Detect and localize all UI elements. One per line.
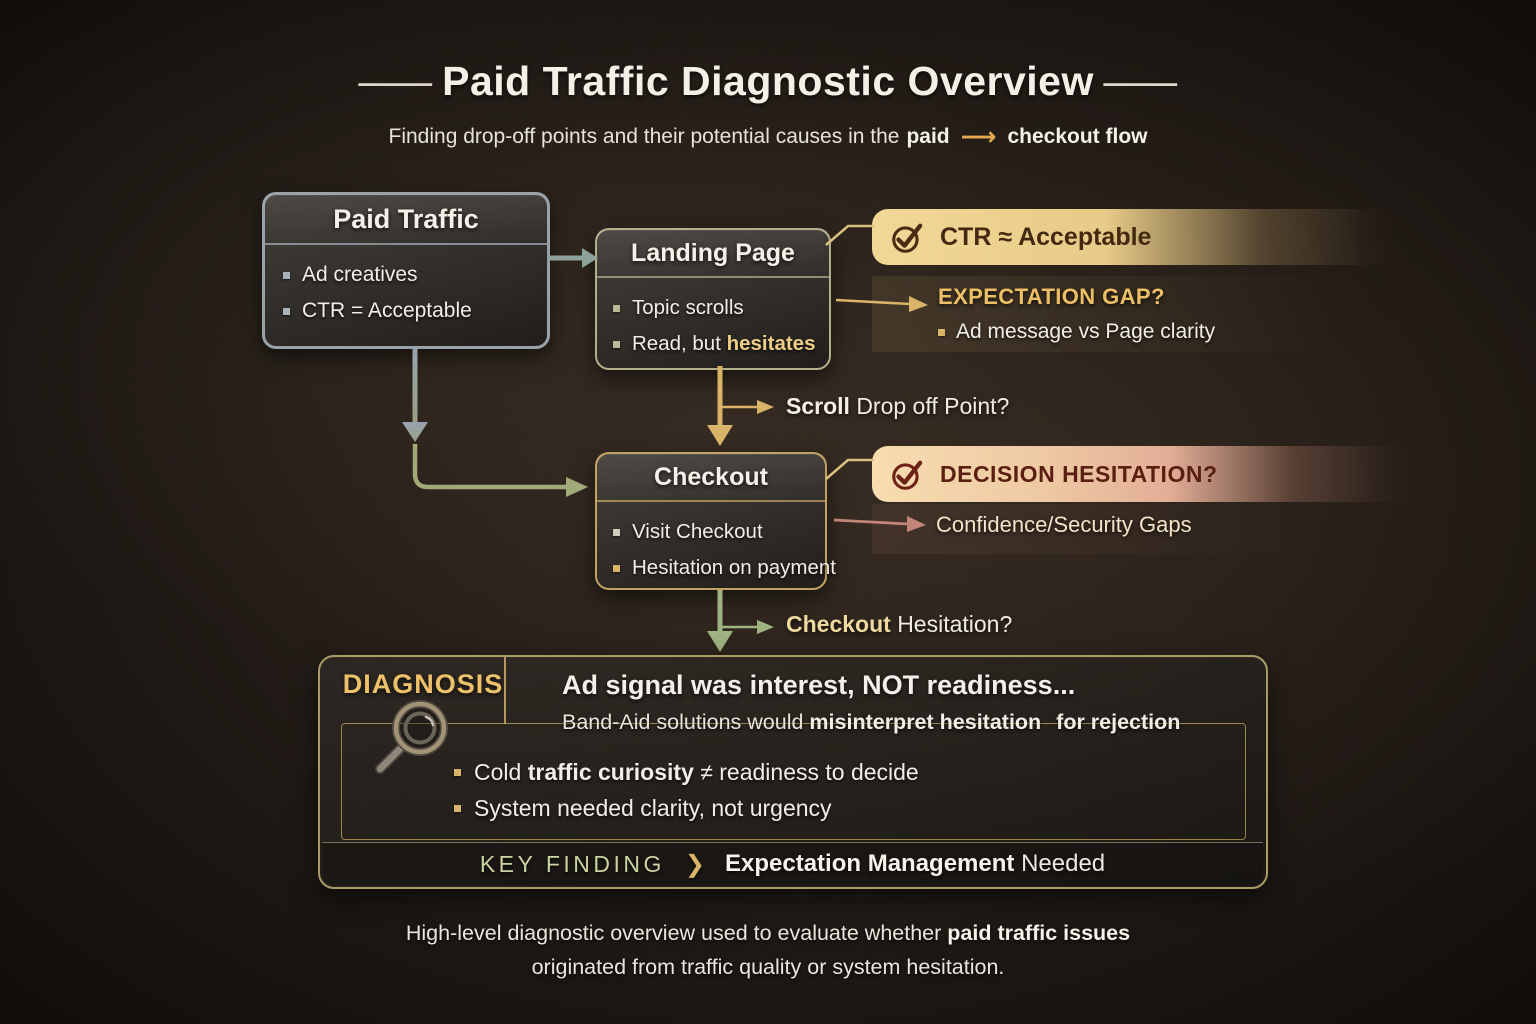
diagnosis-statement: Ad signal was interest, NOT readiness... bbox=[562, 670, 1075, 701]
checkout-bullet-1: Visit Checkout bbox=[632, 520, 763, 543]
diagnosis-statement-text: Ad signal was bbox=[562, 670, 743, 700]
diagnosis-substatement-text: Band-Aid solutions would bbox=[562, 710, 804, 734]
arrow-paid-to-landing bbox=[548, 248, 598, 268]
confidence-gaps-label: Confidence/Security Gaps bbox=[936, 512, 1192, 537]
list-item: Ad creatives bbox=[283, 263, 547, 287]
key-finding-result-text: Needed bbox=[1021, 850, 1106, 877]
footer-caption-line1: High-level diagnostic overview used to e… bbox=[0, 921, 1536, 946]
checkout-hesitation-emphasis: Checkout bbox=[786, 611, 891, 637]
connector-paid-to-checkout bbox=[412, 444, 588, 497]
checkout-title: Checkout bbox=[597, 454, 825, 502]
checkout-hesitation-label: Checkout Hesitation? bbox=[786, 611, 1012, 638]
square-bullet-icon bbox=[613, 340, 620, 348]
diagnosis-substatement: Band-Aid solutions would misinterpret he… bbox=[562, 710, 1180, 735]
scroll-dropoff-text: Drop off Point? bbox=[856, 393, 1010, 419]
diagnosis-box: DIAGNOSIS Ad signal was interest, NOT re… bbox=[318, 655, 1268, 889]
title-dash-left: — bbox=[358, 58, 433, 104]
ctr-acceptable-banner: CTR ≈ Acceptable bbox=[872, 209, 1392, 265]
arrow-to-expectation-gap bbox=[835, 296, 928, 312]
footer-emphasis: paid traffic issues bbox=[947, 921, 1131, 945]
subtitle-em-paid: paid bbox=[906, 125, 950, 148]
diagnosis-statement-tail: readiness... bbox=[926, 670, 1076, 700]
subtitle-em-checkout: checkout flow bbox=[1007, 125, 1148, 148]
list-item: Ad message vs Page clarity bbox=[938, 320, 1215, 344]
checkout-bullet-2: Hesitation on payment bbox=[632, 556, 836, 579]
key-finding-result: Expectation Management Needed bbox=[725, 850, 1105, 878]
key-finding-result-emphasis: Expectation Management bbox=[725, 850, 1015, 877]
diagnosis-statement-emphasis: interest, NOT bbox=[749, 670, 920, 700]
square-bullet-icon bbox=[283, 271, 290, 279]
list-item: System needed clarity, not urgency bbox=[454, 795, 832, 822]
diagnosis-bullet-1: Cold traffic curiosity ≠ readiness to de… bbox=[474, 759, 919, 786]
list-item: Hesitation on payment bbox=[613, 556, 836, 580]
connector-landing-to-ctr bbox=[825, 224, 874, 246]
arrow-to-confidence-gaps bbox=[833, 516, 926, 532]
expectation-gap-title: EXPECTATION GAP? bbox=[938, 284, 1165, 309]
square-bullet-icon bbox=[613, 528, 620, 536]
magnifier-icon bbox=[375, 700, 448, 774]
square-bullet-icon bbox=[938, 328, 945, 336]
list-item: Cold traffic curiosity ≠ readiness to de… bbox=[454, 759, 919, 786]
footer-text: High-level diagnostic overview used to e… bbox=[405, 921, 942, 945]
square-bullet-icon bbox=[283, 307, 290, 315]
list-item: CTR = Acceptable bbox=[283, 299, 547, 323]
landing-page-bullet-2: Read, but hesitates bbox=[632, 332, 816, 356]
check-circle-icon bbox=[892, 223, 923, 253]
arrow-landing-down bbox=[707, 366, 774, 446]
page-subtitle: Finding drop-off points and their potent… bbox=[0, 122, 1536, 152]
landing-bullet2-text: Read, but bbox=[632, 332, 721, 355]
diagnosis-inner-panel bbox=[341, 723, 1246, 840]
checkout-hesitation-text: Hesitation? bbox=[897, 611, 1013, 637]
decision-hesitation-banner: DECISION HESITATION? bbox=[872, 446, 1412, 502]
paid-traffic-title: Paid Traffic bbox=[265, 195, 547, 245]
diagnosis-tab-label: DIAGNOSIS bbox=[342, 669, 504, 699]
scroll-dropoff-label: Scroll Drop off Point? bbox=[786, 393, 1009, 420]
scroll-dropoff-emphasis: Scroll bbox=[786, 393, 850, 419]
check-circle-icon bbox=[892, 460, 923, 490]
title-dash-right: — bbox=[1103, 58, 1178, 104]
landing-page-title: Landing Page bbox=[597, 230, 829, 278]
diagnosis-bullet1-emphasis: traffic curiosity bbox=[527, 759, 694, 785]
landing-page-bullet-1: Topic scrolls bbox=[632, 296, 744, 319]
ctr-banner-label: CTR ≈ Acceptable bbox=[940, 222, 1152, 251]
page-title: Paid Traffic Diagnostic Overview bbox=[442, 58, 1094, 104]
chevron-right-icon: ❯ bbox=[684, 850, 705, 878]
paid-traffic-bullet-1: Ad creatives bbox=[302, 263, 418, 286]
diagnosis-tab-divider bbox=[504, 657, 506, 724]
list-item: Visit Checkout bbox=[613, 520, 825, 544]
key-finding-bar: KEY FINDING ❯ Expectation Management Nee… bbox=[322, 842, 1263, 885]
square-bullet-icon bbox=[613, 564, 620, 572]
connector-checkout-to-decision bbox=[825, 458, 874, 480]
diagnosis-bullet1-text: Cold bbox=[474, 759, 522, 785]
list-item: Read, but hesitates bbox=[613, 332, 829, 356]
list-item: Topic scrolls bbox=[613, 296, 829, 320]
decision-banner-label: DECISION HESITATION? bbox=[940, 460, 1218, 487]
subtitle-text: Finding drop-off points and their potent… bbox=[388, 125, 900, 148]
diagnosis-substatement-emphasis-1: misinterpret hesitation bbox=[809, 710, 1042, 734]
checkout-node: Checkout Visit Checkout Hesitation on pa… bbox=[595, 452, 836, 590]
diagnosis-substatement-emphasis-2: for rejection bbox=[1056, 710, 1181, 734]
landing-bullet2-emphasis: hesitates bbox=[726, 332, 816, 355]
expectation-gap-bullet: Ad message vs Page clarity bbox=[956, 320, 1216, 343]
diagnosis-bullet-2: System needed clarity, not urgency bbox=[474, 795, 832, 821]
footer-caption-line2: originated from traffic quality or syste… bbox=[531, 955, 1005, 979]
square-bullet-icon bbox=[454, 769, 461, 776]
paid-traffic-node: Paid Traffic Ad creatives CTR = Acceptab… bbox=[262, 192, 550, 349]
diagnosis-bullet1-tail: ≠ readiness to decide bbox=[700, 759, 919, 785]
key-finding-label: KEY FINDING bbox=[479, 850, 665, 877]
landing-page-node: Landing Page Topic scrolls Read, but hes… bbox=[595, 228, 831, 370]
square-bullet-icon bbox=[613, 304, 620, 312]
paid-traffic-bullet-2: CTR = Acceptable bbox=[302, 299, 472, 322]
arrow-checkout-down bbox=[707, 590, 774, 652]
square-bullet-icon bbox=[454, 805, 461, 812]
subtitle-arrow-icon: ⟶ bbox=[960, 123, 997, 151]
page-title-row: — Paid Traffic Diagnostic Overview — bbox=[0, 58, 1536, 105]
arrow-paid-down bbox=[402, 347, 428, 442]
